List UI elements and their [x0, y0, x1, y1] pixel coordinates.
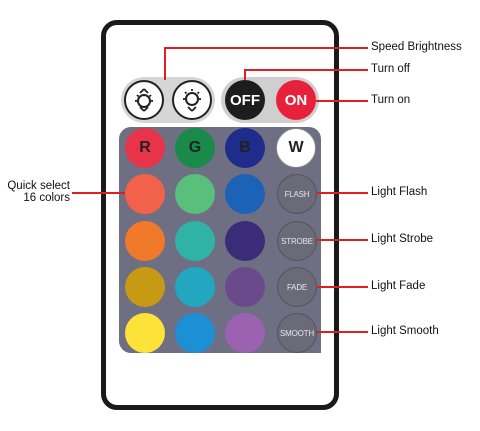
fade-button[interactable]: FADE — [277, 267, 317, 307]
color-button-r1c2[interactable] — [175, 174, 215, 214]
on-button[interactable]: ON — [276, 80, 316, 120]
color-button-r2c2[interactable] — [175, 221, 215, 261]
color-button-r4c1[interactable] — [125, 313, 165, 353]
label-speed-brightness: Speed Brightness — [371, 41, 462, 53]
label-quick-select: Quick select 16 colors — [2, 180, 70, 204]
color-button-r3c1[interactable] — [125, 267, 165, 307]
color-button-r1c1[interactable] — [125, 174, 165, 214]
color-button-r4c2[interactable] — [175, 313, 215, 353]
green-button[interactable]: G — [175, 128, 215, 168]
label-light-strobe: Light Strobe — [371, 233, 434, 245]
label-light-smooth: Light Smooth — [371, 325, 439, 337]
label-quick-select-line1: Quick select — [7, 180, 70, 192]
label-quick-select-line2: 16 colors — [23, 192, 70, 204]
smooth-button[interactable]: SMOOTH — [277, 313, 317, 353]
color-button-r3c3[interactable] — [225, 267, 265, 307]
bulb-up-arrow-icon — [135, 88, 153, 112]
label-turn-on: Turn on — [371, 94, 411, 106]
callout-line-speed-brightness — [164, 47, 368, 80]
label-turn-off: Turn off — [371, 63, 410, 75]
color-button-r2c1[interactable] — [125, 221, 165, 261]
speed-brightness-up-button[interactable] — [172, 80, 212, 120]
callout-line-turn-off — [244, 69, 368, 80]
color-button-r1c3[interactable] — [225, 174, 265, 214]
bulb-down-arrow-icon — [183, 89, 201, 112]
red-button[interactable]: R — [125, 128, 165, 168]
color-button-r4c3[interactable] — [225, 313, 265, 353]
speed-brightness-down-button[interactable] — [124, 80, 164, 120]
color-button-r2c3[interactable] — [225, 221, 265, 261]
strobe-button[interactable]: STROBE — [277, 221, 317, 261]
off-button[interactable]: OFF — [225, 80, 265, 120]
white-button[interactable]: W — [276, 128, 316, 168]
label-light-flash: Light Flash — [371, 186, 428, 198]
color-button-r3c2[interactable] — [175, 267, 215, 307]
blue-button[interactable]: B — [225, 128, 265, 168]
flash-button[interactable]: FLASH — [277, 174, 317, 214]
label-light-fade: Light Fade — [371, 280, 426, 292]
